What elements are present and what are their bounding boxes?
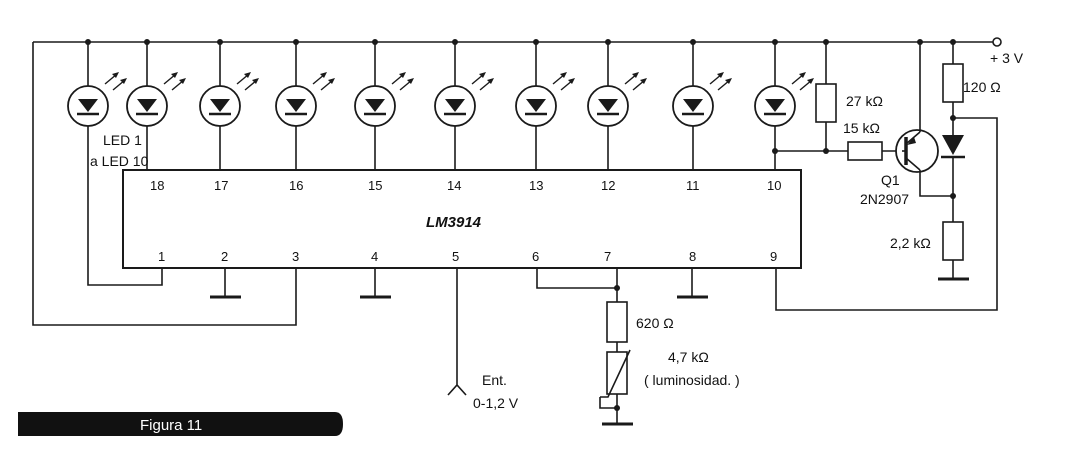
led-5 [354, 42, 414, 170]
top-pin-labels: 18 17 16 15 14 13 12 11 10 [150, 178, 781, 193]
figure-label: Figura 11 [140, 417, 202, 434]
resistor-2k2 [942, 221, 964, 261]
pin-14: 14 [447, 178, 461, 193]
led-2 [126, 42, 186, 170]
led1-wire [87, 126, 163, 286]
pin3-loop-wire [32, 42, 297, 326]
resistor-15k [847, 141, 883, 161]
pin-10: 10 [767, 178, 781, 193]
led-8 [587, 42, 647, 170]
pin-17: 17 [214, 178, 228, 193]
resistor-2k2-label: 2,2 kΩ [890, 235, 931, 251]
resistor-27k-label: 27 kΩ [846, 93, 883, 109]
pin-3: 3 [292, 249, 299, 264]
pin9-wire [775, 117, 998, 311]
led-3 [199, 42, 259, 170]
diode [941, 135, 965, 159]
supply-terminal [992, 37, 1002, 47]
q1-collector-wire [919, 170, 953, 197]
transistor-part: 2N2907 [860, 191, 909, 207]
pin-6: 6 [532, 249, 539, 264]
pin-13: 13 [529, 178, 543, 193]
potentiometer-4k7 [606, 351, 628, 395]
transistor-q1 [895, 129, 939, 173]
pot-name-label: ( luminosidad. ) [644, 372, 740, 388]
supply-rail [33, 37, 1002, 47]
input-label: Ent. [482, 372, 507, 388]
pin6-wire [536, 268, 617, 289]
resistor-620 [606, 301, 628, 343]
resistor-15k-label: 15 kΩ [843, 120, 880, 136]
pin-12: 12 [601, 178, 615, 193]
led-6 [434, 42, 494, 170]
led-10 [754, 42, 814, 170]
input-terminal [447, 268, 467, 396]
pot-value-label: 4,7 kΩ [668, 349, 709, 365]
pin-11: 11 [686, 178, 700, 193]
pin-15: 15 [368, 178, 382, 193]
supply-label: + 3 V [990, 50, 1024, 66]
resistor-620-label: 620 Ω [636, 315, 674, 331]
led-9 [672, 42, 732, 170]
resistor-27k [815, 83, 837, 123]
resistor-120 [942, 63, 964, 103]
pin-16: 16 [289, 178, 303, 193]
led-4 [275, 42, 335, 170]
resistor-120-label: 120 Ω [963, 79, 1001, 95]
led-row [67, 42, 814, 170]
led-1 [67, 42, 127, 127]
pin-8: 8 [689, 249, 696, 264]
pin-2: 2 [221, 249, 228, 264]
pot-wiper-arrow [600, 349, 631, 398]
led-7 [515, 42, 575, 170]
ic-name: LM3914 [426, 214, 482, 231]
pin-18: 18 [150, 178, 164, 193]
pin-5: 5 [452, 249, 459, 264]
pot-bypass-wire [599, 397, 617, 409]
pin-7: 7 [604, 249, 611, 264]
transistor-ref: Q1 [881, 172, 900, 188]
led-label-line2: a LED 10 [90, 153, 149, 169]
figure-caption: Figura 11 [18, 412, 343, 436]
pin-1: 1 [158, 249, 165, 264]
bottom-pin-labels: 1 2 3 4 5 6 7 8 9 [158, 249, 777, 264]
ic-body [122, 169, 802, 269]
pin-9: 9 [770, 249, 777, 264]
pin-4: 4 [371, 249, 378, 264]
input-range: 0-1,2 V [473, 395, 519, 411]
led-label-line1: LED 1 [103, 132, 142, 148]
